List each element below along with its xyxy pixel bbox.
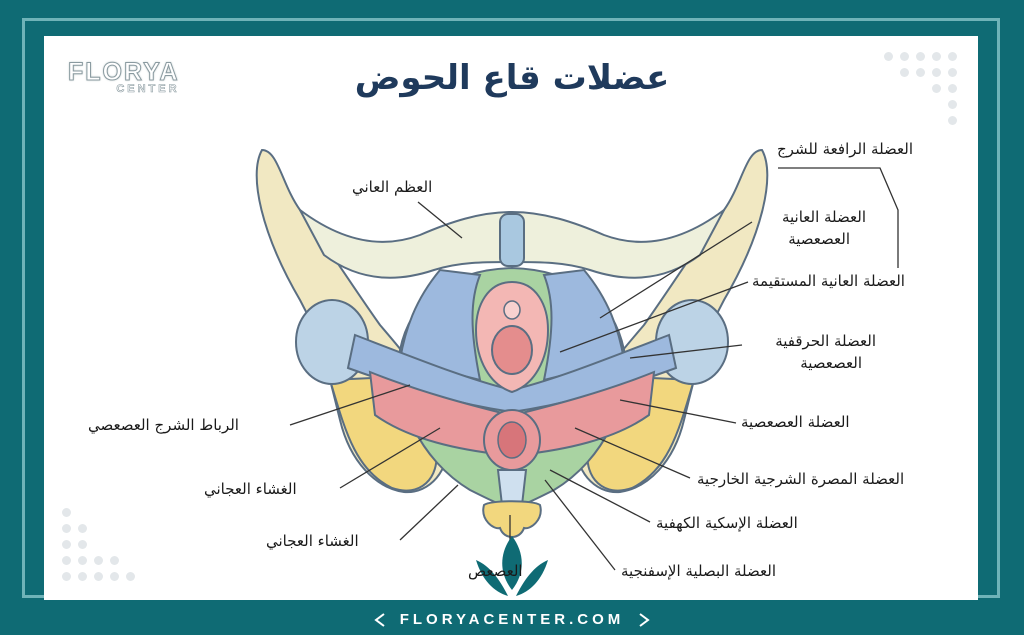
leader-coccygeus xyxy=(619,399,737,424)
leader-levator-ani xyxy=(778,167,899,268)
label-iliococcygeus-line1: العضلة الحرقفية xyxy=(775,332,876,350)
diagram-title: عضلات قاع الحوض xyxy=(354,58,670,98)
label-ischiocavernosus: العضلة الإسكية الكهفية xyxy=(656,514,798,532)
label-pubococcygeus-line1: العضلة العانية xyxy=(781,208,866,226)
vaginal-canal xyxy=(491,325,533,375)
urethra xyxy=(503,300,521,320)
coccyx-bone xyxy=(482,500,542,538)
leader-puborectalis xyxy=(559,281,749,353)
leader-bulbospongiosus xyxy=(544,479,616,571)
leader-anococcygeal xyxy=(289,384,411,426)
label-pubic-bone: العظم العاني xyxy=(352,178,433,196)
watermark-logo xyxy=(476,536,548,596)
label-bulbospongiosus: العضلة البصلية الإسفنجية xyxy=(621,562,776,580)
label-coccyx: العصعص xyxy=(468,562,523,580)
label-external-anal-sphincter: العضلة المصرة الشرجية الخارجية xyxy=(697,470,905,488)
label-perineal-membrane-1: الغشاء العجاني xyxy=(204,480,297,498)
footer-website: FLORYACENTER.COM xyxy=(399,611,625,628)
footer-arrow-left-icon xyxy=(374,613,385,627)
label-coccygeus: العضلة العصعصية xyxy=(741,413,850,431)
leader-lines xyxy=(289,167,899,571)
label-puborectalis: العضلة العانية المستقيمة xyxy=(752,272,905,290)
brand-logo: FLORYA CENTER xyxy=(68,58,180,96)
anococcygeal-ligament xyxy=(496,469,528,506)
pubic-symphysis xyxy=(499,213,525,267)
leader-ischiocavernosus xyxy=(549,469,651,523)
anus xyxy=(497,421,527,459)
leader-pubococcygeus xyxy=(599,221,753,319)
leader-perineal-membrane-2 xyxy=(399,484,459,541)
footer-arrow-right-icon xyxy=(639,613,650,627)
leader-external-sphincter xyxy=(574,427,691,479)
label-pubococcygeus-line2: العصعصية xyxy=(788,230,850,248)
label-anococcygeal-ligament: الرباط الشرج العصعصي xyxy=(88,416,239,434)
label-perineal-membrane-2: الغشاء العجاني xyxy=(266,532,359,550)
brand-name: FLORYA xyxy=(68,58,180,87)
label-levator-ani: العضلة الرافعة للشرج xyxy=(777,140,914,158)
leader-perineal-membrane-1 xyxy=(339,427,441,489)
leader-iliococcygeus xyxy=(629,344,743,359)
brand-subtitle: CENTER xyxy=(116,83,180,96)
leader-pubic-bone xyxy=(417,201,463,239)
label-iliococcygeus-line2: العصعصية xyxy=(800,354,862,372)
